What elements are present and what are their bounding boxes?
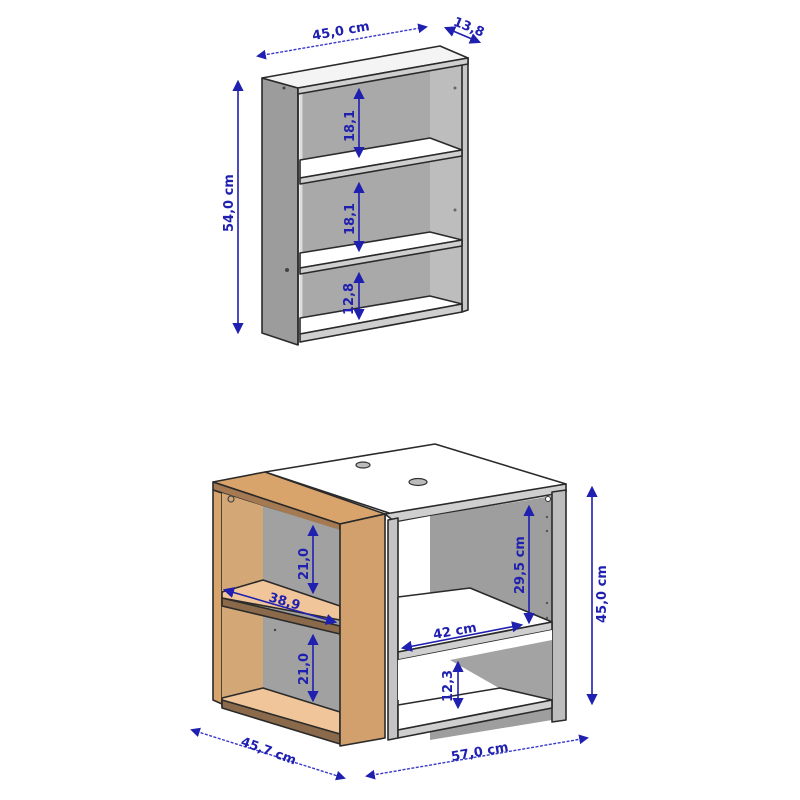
base-unit [212, 443, 567, 747]
cabinet-right-panel [551, 489, 567, 723]
compartment-2-label: 18,1 [343, 203, 358, 235]
wall-shelf-left-panel [261, 77, 299, 346]
wall-shelf-right-inner [430, 62, 462, 318]
side-upper-compartment-label: 21,0 [297, 548, 312, 580]
cable-hole [408, 477, 428, 487]
wall-shelf-depth-label: 13,8 [451, 15, 486, 41]
cabinet-width-label: 57,0 cm [450, 740, 510, 765]
wall-shelf [261, 45, 469, 346]
wall-shelf-height-label: 54,0 cm [222, 174, 237, 232]
compartment-3-label: 12,8 [342, 283, 357, 315]
cabinet-height-label: 45,0 cm [595, 565, 610, 623]
side-shelf-front-panel [339, 513, 386, 747]
side-lower-compartment-label: 21,0 [297, 653, 312, 685]
cable-hole [355, 461, 371, 469]
compartment-1-label: 18,1 [343, 110, 358, 142]
depth-dimension-line [443, 26, 482, 44]
side-depth-label: 45,7 cm [239, 735, 299, 769]
wall-shelf-width-label: 45,0 cm [311, 19, 371, 44]
cabinet-upper-opening-label: 29,5 cm [513, 536, 528, 594]
screw-hole [285, 268, 289, 272]
cabinet-lower-opening-label: 12,3 [441, 670, 456, 702]
wall-shelf-back-panel [300, 62, 462, 340]
width-dimension-line [256, 23, 428, 60]
